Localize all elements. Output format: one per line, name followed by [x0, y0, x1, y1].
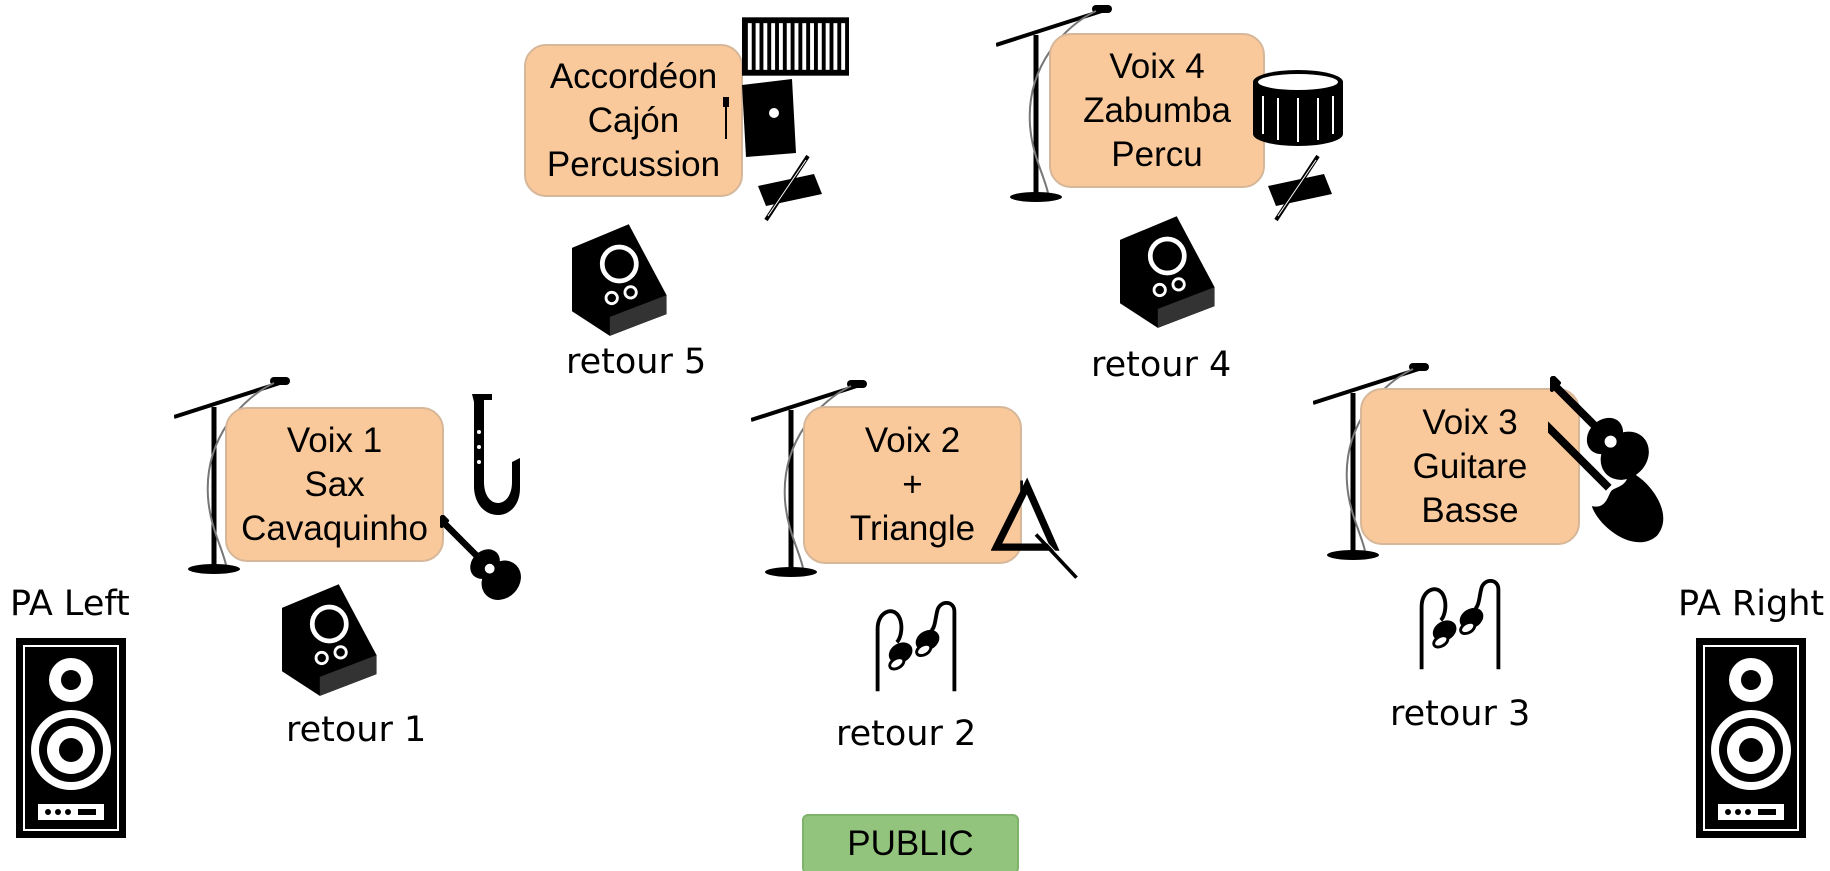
station-4-line-2: Zabumba [1083, 90, 1231, 130]
monitor-label-5: retour 5 [566, 342, 707, 382]
station-box-4: Voix 4 Zabumba Percu [1049, 33, 1265, 188]
pa-right-label: PA Right [1678, 584, 1825, 624]
station-3-line-3: Basse [1421, 490, 1519, 530]
percussion-block-icon [1268, 152, 1338, 222]
station-box-1: Voix 1 Sax Cavaquinho [225, 407, 444, 562]
station-1-line-1: Voix 1 [286, 420, 383, 460]
station-2-line-1: Voix 2 [864, 421, 961, 460]
station-2-line-2: + [902, 465, 923, 504]
wedge-monitor-icon [282, 582, 386, 700]
audience-label: PUBLIC [802, 814, 1019, 871]
station-box-5: Accordéon Cajón Percussion [524, 44, 743, 197]
station-5-line-2: Cajón [587, 100, 680, 140]
station-5-line-3: Percussion [546, 144, 721, 184]
saxophone-icon [462, 392, 522, 522]
monitor-label-3: retour 3 [1390, 694, 1531, 734]
monitor-label-4: retour 4 [1091, 345, 1232, 385]
percussion-block-icon [758, 152, 828, 222]
cajon-icon [722, 77, 812, 157]
station-4-line-3: Percu [1111, 134, 1203, 174]
station-box-3: Voix 3 Guitare Basse [1360, 388, 1580, 545]
bass-drum-icon [1253, 68, 1343, 148]
station-1-line-3: Cavaquinho [241, 508, 428, 548]
station-3-line-1: Voix 3 [1422, 402, 1518, 442]
triangle-icon [991, 476, 1081, 584]
station-4-line-1: Voix 4 [1109, 46, 1205, 86]
station-5-line-1: Accordéon [549, 56, 718, 96]
pa-speaker-right-icon [1696, 638, 1806, 838]
station-1-line-2: Sax [304, 464, 365, 504]
wedge-monitor-icon [572, 222, 676, 340]
monitor-label-2: retour 2 [836, 714, 977, 754]
pa-left-label: PA Left [10, 584, 130, 624]
electric-bass-icon [1548, 412, 1678, 572]
in-ear-monitor-icon [1412, 578, 1508, 674]
pa-speaker-left-icon [16, 638, 126, 838]
in-ear-monitor-icon [868, 600, 964, 696]
monitor-label-1: retour 1 [286, 710, 427, 750]
acoustic-guitar-icon [440, 515, 522, 605]
accordion-icon [742, 17, 849, 76]
wedge-monitor-icon [1120, 214, 1224, 332]
station-2-line-3: Triangle [849, 509, 976, 548]
station-box-2: Voix 2 + Triangle [803, 406, 1022, 564]
station-3-line-2: Guitare [1412, 446, 1528, 486]
